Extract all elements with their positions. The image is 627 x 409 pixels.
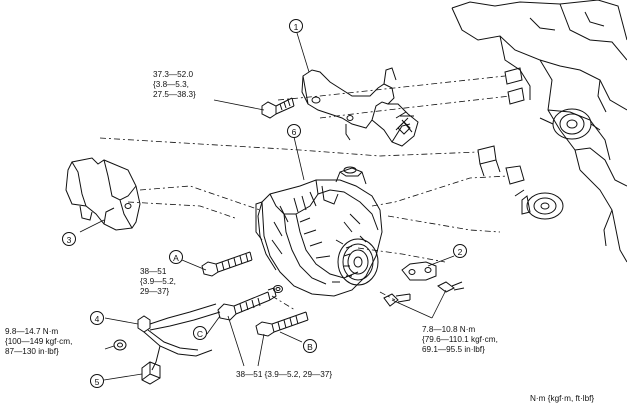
torque-line: 29—37} (140, 287, 170, 296)
torque-line: 7.8—10.8 N·m (422, 325, 476, 334)
callout-b: B (303, 339, 317, 353)
callout-1: 1 (289, 19, 303, 33)
bolt-a (201, 251, 253, 277)
torque-line: {3.8—5.3, (153, 80, 189, 89)
callout-6: 6 (287, 124, 301, 138)
connector (141, 361, 161, 385)
torque-line: 38—51 (140, 267, 167, 276)
lower-pulley (514, 189, 564, 220)
bolt-c (217, 287, 277, 321)
bracket-bolts (383, 281, 465, 307)
callout-3: 3 (62, 232, 76, 246)
torque-line: {100—149 kgf·cm, (5, 337, 73, 346)
alternator-bracket (301, 67, 419, 147)
leader-lines (79, 32, 455, 381)
engine-block (451, 0, 627, 263)
torque-line: 69.1—95.5 in·lbf} (422, 345, 485, 354)
callout-c: C (193, 326, 207, 340)
torque-line: 37.3—52.0 (153, 70, 194, 79)
callout-4: 4 (90, 311, 104, 325)
mounting-bosses (477, 67, 525, 185)
torque-bolts-bc: 38—51 {3.9—5.2, 29—37} (236, 370, 333, 379)
bolt-b (255, 311, 309, 337)
callout-2: 2 (453, 244, 467, 258)
torque-line: {3.9—5.2, (140, 277, 176, 286)
torque-line: 87—130 in·lbf} (5, 347, 59, 356)
small-bracket (401, 261, 437, 281)
alternator-cover (65, 157, 141, 231)
torque-line: 9.8—14.7 N·m (5, 327, 59, 336)
harness (113, 303, 221, 371)
washer (273, 285, 283, 293)
torque-line: 27.5—38.3} (153, 90, 196, 99)
idler-pulley (539, 108, 601, 140)
torque-line: {79.6—110.1 kgf·cm, (422, 335, 498, 344)
alternator (255, 166, 383, 297)
callout-5: 5 (90, 374, 104, 388)
alternator-pulley (332, 235, 379, 286)
callout-a: A (169, 250, 183, 264)
units-note: N·m {kgf·m, ft·lbf} (530, 394, 595, 403)
bracket-bolt (261, 97, 295, 119)
